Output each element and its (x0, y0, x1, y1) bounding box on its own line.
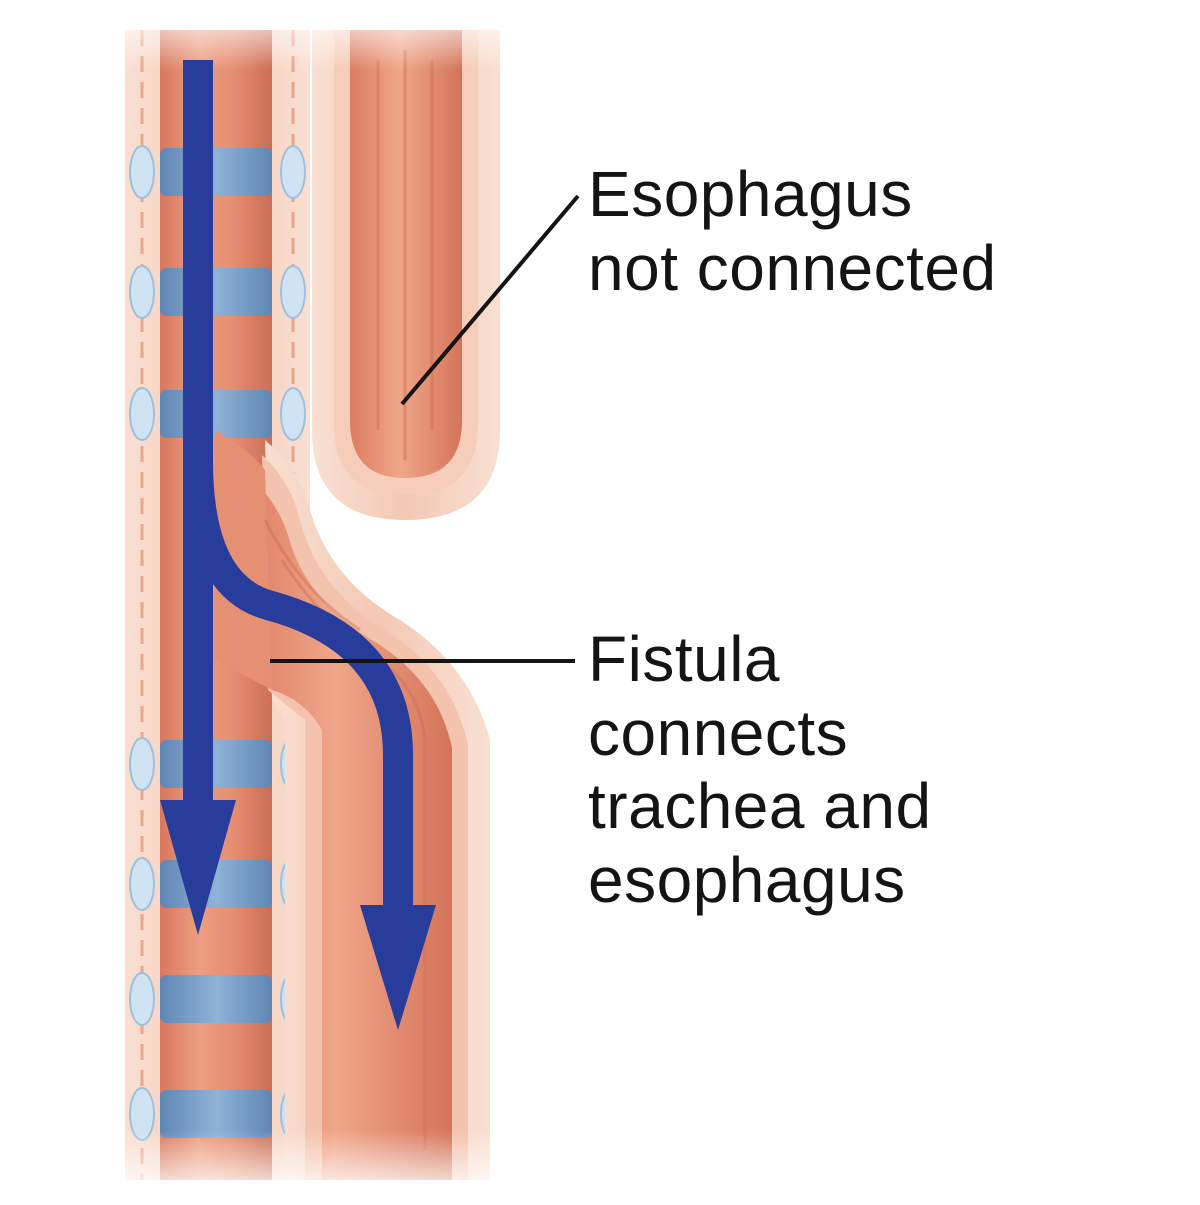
leader-lines (270, 194, 580, 663)
fistula-label-line1: Fistula (588, 623, 780, 695)
esophagus-label-line2: not connected (588, 231, 997, 304)
arrow-down-icon (160, 60, 236, 935)
fistula-label: Fistula connects trachea and esophagus (588, 623, 932, 917)
fistula-label-line2: connects (588, 696, 849, 769)
esophagus-leader-line (400, 194, 580, 406)
arrow-down-icon (183, 459, 436, 1030)
fistula-label-line4: esophagus (588, 843, 906, 916)
airflow-arrows (160, 60, 436, 1030)
esophagus-upper-pouch (312, 30, 500, 520)
esophagus-label: Esophagus not connected (588, 158, 997, 305)
esophagus-label-line1: Esophagus (588, 158, 913, 230)
fistula-label-line3: trachea and (588, 770, 932, 843)
